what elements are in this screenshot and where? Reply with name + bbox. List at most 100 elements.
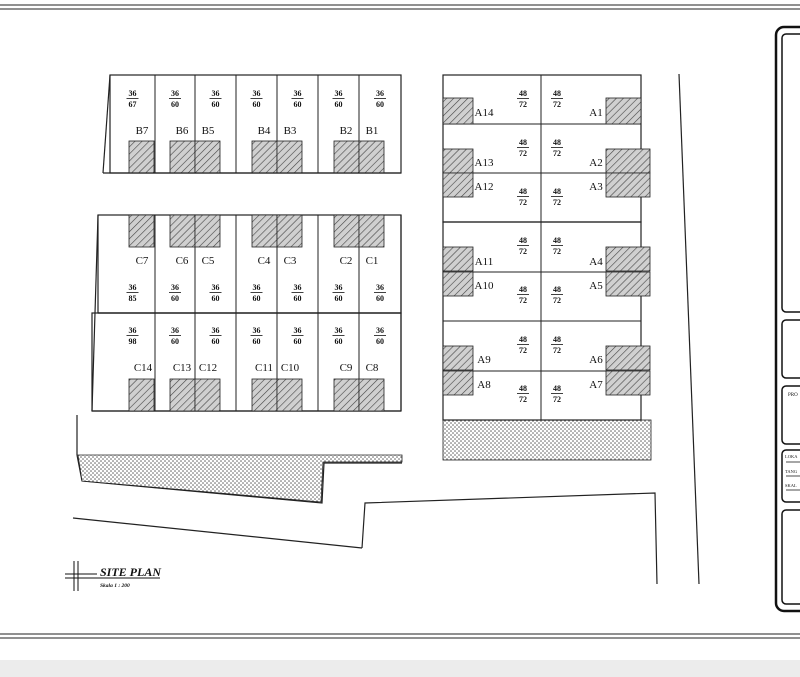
house-footprint-b7 <box>128 140 155 174</box>
lot-label-c12: C12 <box>199 362 217 374</box>
lot-area-a-12-denominator: 72 <box>553 346 561 355</box>
lot-label-a9: A9 <box>477 354 491 366</box>
lot-area-a-13-denominator: 72 <box>519 395 527 404</box>
lot-area-a-14-numerator: 48 <box>553 384 561 393</box>
lot-area-c14-numerator: 36 <box>129 326 137 335</box>
house-footprint-a6 <box>605 345 651 371</box>
lot-label-c5: C5 <box>202 255 215 267</box>
house-footprint-a9 <box>442 345 474 371</box>
title-block-label-skal: SKAL <box>785 483 797 488</box>
lot-area-c2-numerator: 36 <box>335 283 343 292</box>
house-footprint-c3 <box>276 214 303 248</box>
lot-label-a5: A5 <box>589 280 603 292</box>
lot-area-b7-numerator: 36 <box>129 89 137 98</box>
house-footprint-c1 <box>358 214 385 248</box>
lot-label-c1: C1 <box>366 255 379 267</box>
lot-label-c3: C3 <box>284 255 297 267</box>
lot-area-c12-numerator: 36 <box>212 326 220 335</box>
house-footprint-c5 <box>194 214 221 248</box>
lot-area-c1-numerator: 36 <box>376 283 384 292</box>
lot-area-a-5-numerator: 48 <box>519 187 527 196</box>
lot-area-c12-denominator: 60 <box>212 337 220 346</box>
lot-area-a-3-numerator: 48 <box>519 138 527 147</box>
house-footprint-a1 <box>605 97 642 125</box>
house-footprint-c12 <box>194 378 221 412</box>
house-footprint-c4 <box>251 214 278 248</box>
house-footprint-b3 <box>276 140 303 174</box>
lot-area-b2-numerator: 36 <box>335 89 343 98</box>
block-c-bottom-outline <box>91 312 402 412</box>
lot-area-b5-denominator: 60 <box>212 100 220 109</box>
lot-area-a-1-denominator: 72 <box>519 100 527 109</box>
lot-area-c1-denominator: 60 <box>376 294 384 303</box>
lot-label-c11: C11 <box>255 362 273 374</box>
lot-label-c13: C13 <box>173 362 192 374</box>
bottom-gray-bar <box>0 660 800 677</box>
house-footprint-c7 <box>128 214 155 248</box>
lot-area-c8-denominator: 60 <box>376 337 384 346</box>
lot-area-c6-denominator: 60 <box>171 294 179 303</box>
sheet-frame <box>0 4 800 639</box>
lot-area-b3-numerator: 36 <box>294 89 302 98</box>
lot-area-a-4-denominator: 72 <box>553 149 561 158</box>
block-a-top-outline <box>442 74 642 223</box>
dotted-strip-left <box>77 454 403 503</box>
lot-area-a-2-denominator: 72 <box>553 100 561 109</box>
lot-area-b4-numerator: 36 <box>253 89 261 98</box>
block-c-bottom: 3698C143660C133660C123660C113660C103660C… <box>91 312 402 412</box>
house-footprint-c9 <box>333 378 360 412</box>
lot-label-a13: A13 <box>475 157 494 169</box>
site-plan-title: SITE PLAN <box>100 565 162 579</box>
lot-area-b6-numerator: 36 <box>171 89 179 98</box>
title-block-label-pro: PRO <box>788 393 798 398</box>
lot-label-a2: A2 <box>589 157 602 169</box>
lot-area-a-7-numerator: 48 <box>519 236 527 245</box>
house-footprint-a4 <box>605 246 651 272</box>
house-footprint-b6 <box>169 140 196 174</box>
lot-label-b4: B4 <box>258 125 271 137</box>
lot-label-c2: C2 <box>340 255 353 267</box>
house-footprint-b5 <box>194 140 221 174</box>
title-block <box>774 25 800 613</box>
lot-label-a1: A1 <box>589 107 602 119</box>
title-block-label-loka: LOKA <box>785 454 798 459</box>
lot-area-c4-denominator: 60 <box>253 294 261 303</box>
house-footprint-c6 <box>169 214 196 248</box>
lot-label-c4: C4 <box>258 255 271 267</box>
lot-area-a-5-denominator: 72 <box>519 198 527 207</box>
lot-area-c10-denominator: 60 <box>294 337 302 346</box>
lot-area-a-9-denominator: 72 <box>519 296 527 305</box>
lot-label-c14: C14 <box>134 362 153 374</box>
house-footprint-c8 <box>358 378 385 412</box>
house-footprint-b4 <box>251 140 278 174</box>
